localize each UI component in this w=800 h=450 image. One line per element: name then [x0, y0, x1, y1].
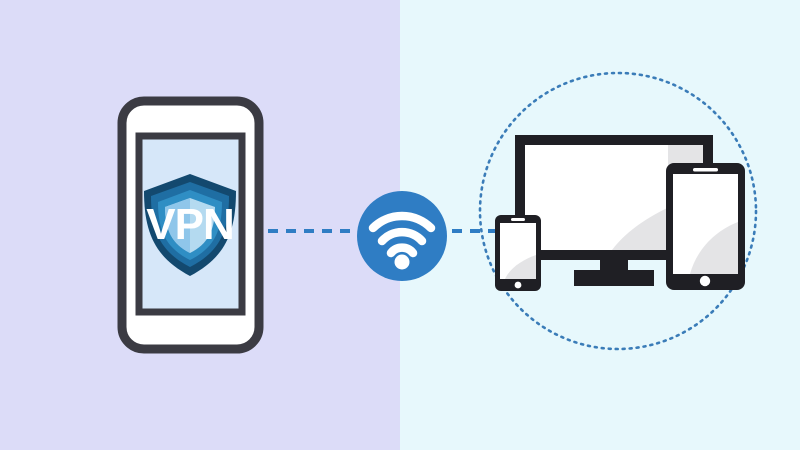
shield-highlight-wedge	[165, 198, 190, 253]
wifi-center-dot	[394, 254, 410, 270]
tablet-screen-shine	[690, 222, 738, 274]
wifi-signal-icon[interactable]	[357, 191, 447, 281]
wifi-arc-middle	[377, 227, 427, 246]
tablet-home-button[interactable]	[699, 275, 711, 287]
wifi-arc-outer	[368, 211, 436, 233]
monitor-stand-base	[574, 270, 654, 286]
vpn-shield-badge[interactable]: VPN	[144, 174, 236, 276]
shield-vpn-label: VPN	[146, 200, 233, 249]
tablet-speaker	[693, 168, 718, 172]
wifi-arc-inner	[386, 243, 418, 258]
small-phone-screen-shine	[505, 255, 536, 279]
small-phone-home-button[interactable]	[514, 281, 522, 289]
tablet-device[interactable]	[666, 163, 745, 290]
small-phone-speaker	[511, 218, 525, 221]
small-smartphone[interactable]	[495, 215, 541, 291]
dotted-orbit-circle	[478, 71, 758, 351]
connected-devices-group	[495, 135, 745, 291]
